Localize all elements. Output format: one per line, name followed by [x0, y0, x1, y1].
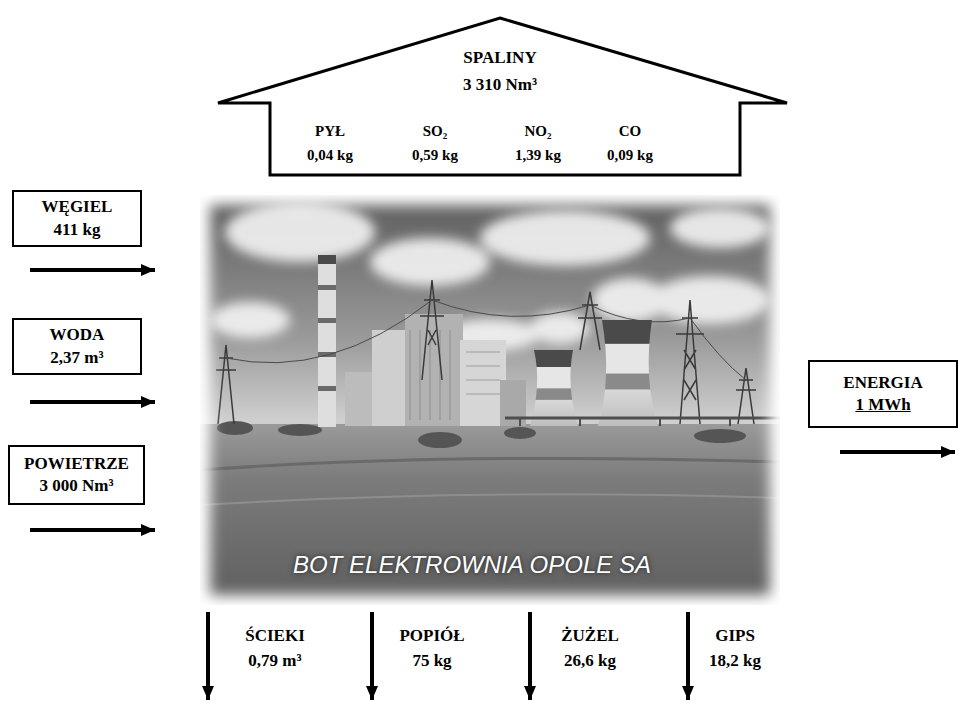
cloud — [670, 208, 770, 248]
input-box: WĘGIEL411 kg — [12, 190, 142, 247]
flow-name: SO₂ — [423, 122, 448, 142]
input-arrow — [30, 528, 155, 532]
input-box: POWIETRZE3 000 Nm³ — [8, 445, 145, 505]
steam — [530, 312, 590, 344]
flow-name: PYŁ — [315, 122, 345, 142]
waste-name: ŚCIEKI — [245, 625, 305, 647]
flow-name: NO₂ — [525, 122, 552, 142]
flow-name: CO — [619, 122, 642, 142]
output-box: ENERGIA1 MWh — [808, 360, 958, 428]
flow-value: 2,37 m³ — [50, 347, 103, 369]
chimney-band — [318, 285, 336, 290]
building — [372, 330, 410, 426]
chimney-body — [318, 255, 336, 427]
flow-name: SPALINY — [463, 47, 536, 69]
cooling-tower — [530, 350, 578, 426]
tree — [418, 432, 462, 448]
conveyor-bridge — [505, 417, 780, 420]
steam — [592, 278, 668, 322]
flow-name: ENERGIA — [843, 372, 922, 394]
flow-value: 3 000 Nm³ — [39, 475, 113, 497]
flow-value: 0,59 kg — [412, 146, 458, 166]
cloud — [480, 210, 650, 266]
flow-value: 411 kg — [54, 219, 101, 241]
input-arrow — [30, 268, 155, 272]
field-line — [200, 494, 780, 505]
flow-name: WODA — [50, 324, 105, 346]
flow-value: 1 MWh — [855, 394, 910, 416]
cooling-tower — [598, 320, 658, 426]
waste-value: 26,6 kg — [564, 650, 616, 672]
chimney-band — [318, 352, 336, 357]
tree — [217, 421, 253, 435]
waste-value: 0,79 m³ — [248, 650, 301, 672]
waste-name: POPIÓŁ — [399, 625, 464, 647]
cloud — [370, 238, 490, 286]
building-windows — [410, 330, 450, 420]
tree — [504, 427, 536, 439]
bridge-supports — [520, 418, 730, 426]
output-arrow — [840, 450, 955, 454]
building — [460, 340, 506, 426]
field — [200, 424, 780, 605]
waste-arrow — [528, 612, 532, 700]
tree — [694, 429, 746, 443]
sky — [200, 195, 780, 605]
waste-arrow — [370, 612, 374, 700]
plant-name: BOT ELEKTROWNIA OPOLE SA — [293, 549, 651, 580]
flow-value: 3 310 Nm³ — [463, 74, 537, 96]
flow-value: 0,09 kg — [607, 146, 653, 166]
input-box: WODA2,37 m³ — [12, 318, 142, 375]
waste-name: ŻUŻEL — [561, 625, 619, 647]
power-lines — [226, 300, 746, 380]
photo-panel: BOT ELEKTROWNIA OPOLE SA — [200, 195, 780, 605]
field-line — [200, 458, 780, 470]
clouds — [210, 202, 770, 351]
flow-name: POWIETRZE — [24, 453, 129, 475]
house-arrow-outline — [215, 15, 790, 177]
building-windows — [466, 352, 500, 394]
chimney-band — [318, 318, 336, 323]
flow-name: WĘGIEL — [42, 196, 113, 218]
cloud — [210, 302, 290, 338]
cloud — [225, 202, 375, 262]
house-arrow-shape — [218, 18, 787, 175]
waste-value: 18,2 kg — [709, 650, 761, 672]
chimney-band — [318, 386, 336, 391]
pylon — [736, 368, 756, 424]
waste-arrow — [206, 612, 210, 700]
waste-value: 75 kg — [412, 650, 451, 672]
flow-arrows — [30, 270, 955, 700]
pylon — [578, 292, 602, 350]
waste-name: GIPS — [715, 625, 755, 647]
pylon — [420, 280, 444, 380]
waste-arrow — [686, 612, 690, 700]
power-plant-photo — [200, 195, 780, 605]
chimney — [318, 255, 336, 427]
pylons — [216, 280, 756, 424]
flow-value: 0,04 kg — [307, 146, 353, 166]
input-arrow — [30, 400, 155, 404]
flow-value: 1,39 kg — [515, 146, 561, 166]
pylon — [216, 345, 236, 424]
chimney-band — [318, 255, 336, 264]
tree — [278, 424, 322, 436]
building — [405, 314, 463, 426]
flue-gas-arrow: SPALINY 3 310 Nm³ PYŁ 0,04 kg SO₂ 0,59 kg NO₂ 1… — [215, 15, 790, 177]
